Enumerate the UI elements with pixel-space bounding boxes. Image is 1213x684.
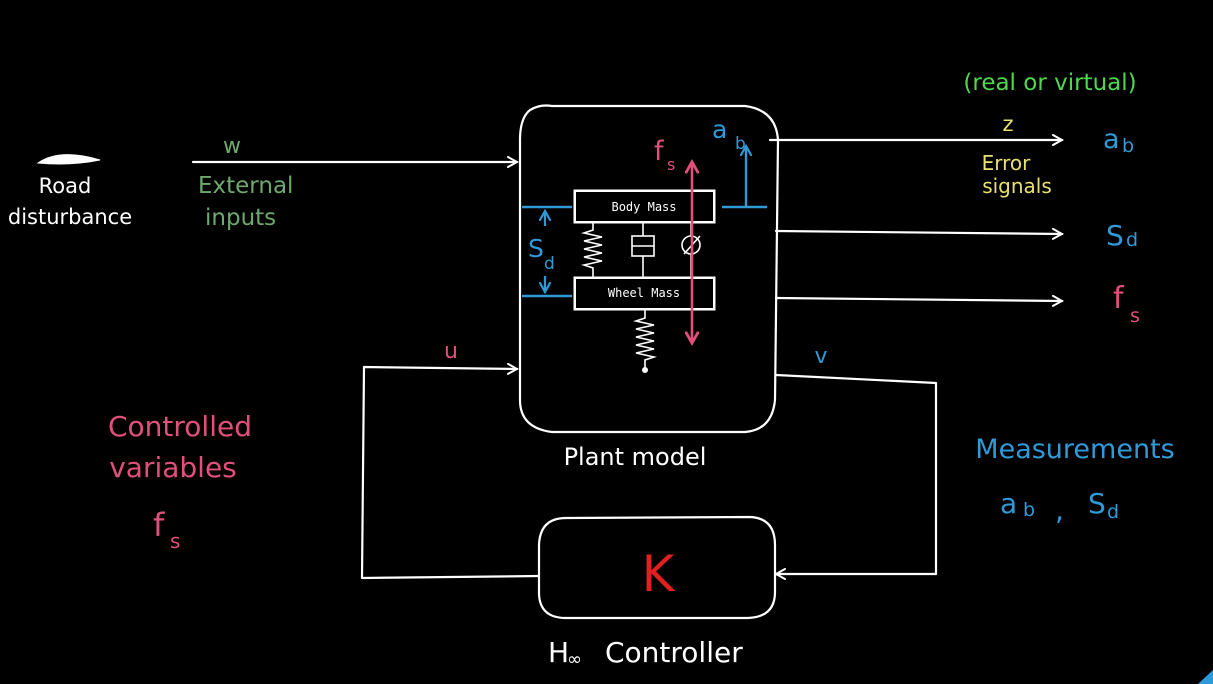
output-sd-sub: d bbox=[1126, 229, 1138, 251]
fs-output-arrow bbox=[774, 298, 1062, 301]
output-fs-main: f bbox=[1113, 281, 1125, 316]
fs-label-sub: s bbox=[667, 155, 675, 174]
suspension-spring-icon bbox=[581, 223, 603, 277]
error-signals-line2: signals bbox=[982, 174, 1052, 198]
ab-label-main: a bbox=[712, 115, 727, 144]
road-bump-icon bbox=[36, 154, 101, 165]
road-label-line2: disturbance bbox=[8, 205, 132, 229]
meas-sd-sub: d bbox=[1107, 501, 1119, 523]
external-label-line2: inputs bbox=[205, 205, 276, 231]
sd-label-main: S bbox=[528, 234, 544, 263]
w-label: w bbox=[223, 134, 241, 159]
meas-ab-main: a bbox=[1000, 487, 1017, 520]
external-label-line1: External bbox=[198, 173, 293, 199]
sd-output-arrow bbox=[774, 231, 1062, 234]
output-fs-sub: s bbox=[1130, 305, 1140, 327]
z-label: z bbox=[1002, 112, 1013, 136]
wheel-mass-label: Wheel Mass bbox=[608, 286, 680, 300]
real-or-virtual-label: (real or virtual) bbox=[963, 70, 1136, 96]
ab-label-sub: b bbox=[735, 134, 746, 154]
controller-name-h: H bbox=[548, 636, 569, 669]
meas-comma: , bbox=[1055, 494, 1064, 527]
plant-model-block bbox=[518, 104, 780, 434]
controller-name-word: Controller bbox=[605, 636, 743, 669]
body-mass-label: Body Mass bbox=[611, 200, 676, 214]
corner-marker-icon bbox=[1198, 670, 1213, 684]
plant-model-label: Plant model bbox=[564, 443, 707, 471]
damper-icon bbox=[631, 223, 655, 277]
tire-spring-icon bbox=[633, 310, 657, 368]
sd-label-sub: d bbox=[544, 254, 555, 274]
error-signals-line1: Error bbox=[982, 151, 1032, 175]
u-label: u bbox=[444, 339, 458, 364]
meas-ab-sub: b bbox=[1023, 499, 1035, 521]
v-measurement-line bbox=[776, 373, 938, 574]
controller-name-inf: ∞ bbox=[567, 649, 582, 670]
output-ab-main: a bbox=[1103, 124, 1120, 155]
controller-block bbox=[537, 515, 777, 620]
road-label-line1: Road bbox=[39, 174, 92, 198]
controlled-fs-sub: s bbox=[170, 529, 180, 553]
u-control-line bbox=[360, 367, 541, 580]
measurements-label: Measurements bbox=[975, 434, 1174, 465]
ground-point-icon bbox=[642, 367, 648, 373]
controller-k-label: K bbox=[642, 545, 676, 603]
v-label: v bbox=[814, 344, 827, 369]
output-sd-main: S bbox=[1106, 219, 1124, 252]
controlled-fs-main: f bbox=[153, 506, 165, 544]
controlled-label-line1: Controlled bbox=[108, 410, 252, 443]
controlled-label-line2: variables bbox=[109, 451, 237, 484]
output-ab-sub: b bbox=[1122, 135, 1134, 157]
fs-label-main: f bbox=[654, 136, 665, 167]
meas-sd-main: S bbox=[1088, 487, 1106, 520]
